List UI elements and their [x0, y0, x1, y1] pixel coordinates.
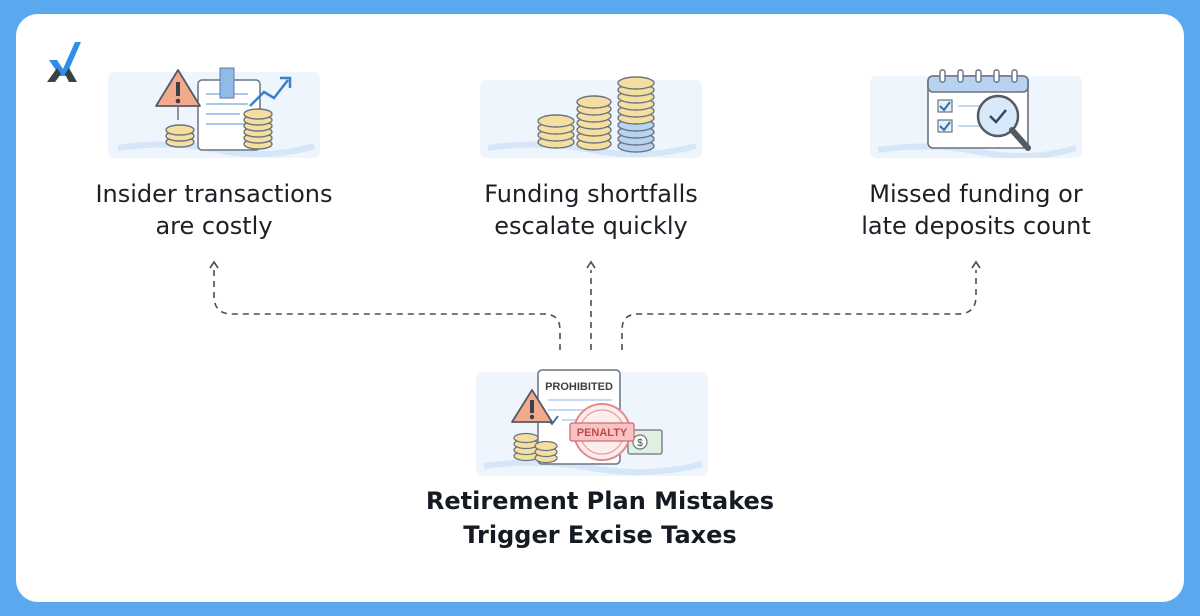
connector-left: [213, 270, 561, 350]
prohibited-penalty-icon: PROHIBITED $ PENALTY: [476, 369, 708, 476]
prohibited-label: PROHIBITED: [545, 381, 613, 393]
outcome-label-insider: Insider transactions are costly: [64, 178, 364, 242]
dollar-symbol: $: [637, 438, 643, 449]
center-title-line1: Retirement Plan Mistakes: [425, 487, 775, 515]
center-title-line2: Trigger Excise Taxes: [463, 521, 737, 549]
coin-stacks-icon: [480, 76, 702, 158]
outcome-line2: are costly: [155, 212, 273, 240]
outcome-line1: Insider transactions: [95, 180, 333, 208]
penalty-label: PENALTY: [577, 427, 628, 439]
outcome-label-shortfalls: Funding shortfalls escalate quickly: [440, 178, 742, 242]
arrowhead-right: [971, 260, 981, 269]
outcome-line2: escalate quickly: [494, 212, 688, 240]
outcome-line2: late deposits count: [861, 212, 1091, 240]
outcome-line1: Funding shortfalls: [484, 180, 698, 208]
center-title: Retirement Plan Mistakes Trigger Excise …: [340, 484, 860, 552]
outcome-line1: Missed funding or: [869, 180, 1083, 208]
arrowhead-left: [209, 260, 219, 269]
outcome-label-missed: Missed funding or late deposits count: [826, 178, 1126, 242]
connector-right: [621, 270, 977, 350]
brand-logo-icon: [47, 42, 81, 82]
calendar-magnifier-icon: [870, 69, 1082, 158]
warning-document-coins-icon: [108, 67, 320, 158]
arrowhead-middle: [586, 260, 596, 269]
